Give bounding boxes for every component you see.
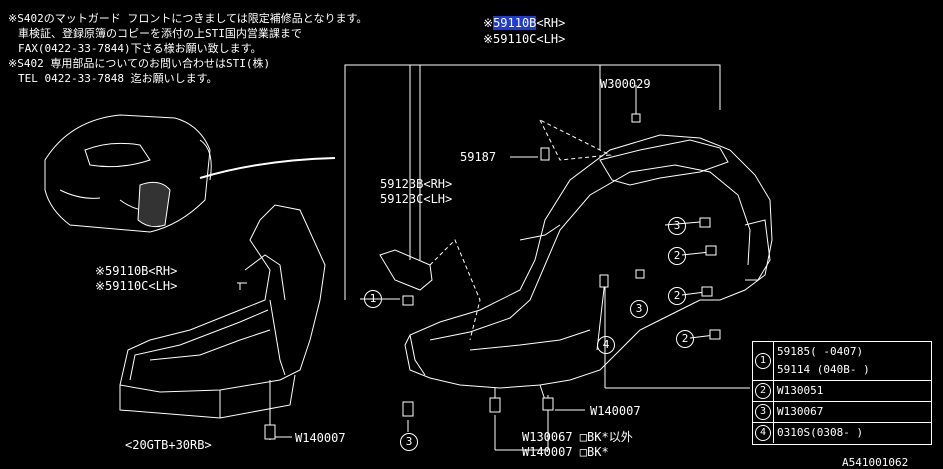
callout-2-upper[interactable]: 2 [668, 247, 686, 265]
part-label-w140007-left[interactable]: W140007 [295, 431, 346, 445]
part-label-59123c[interactable]: 59123C<LH> [380, 192, 453, 206]
callout-1[interactable]: 1 [364, 290, 382, 308]
part-label-w300029[interactable]: W300029 [600, 77, 651, 91]
legend-row-3: 3 W130067 [753, 402, 931, 423]
figure-number: A541001062 [842, 456, 909, 469]
part-prefix: ※ [483, 16, 494, 30]
legend-3-line-1[interactable]: W130067 [777, 405, 824, 418]
main-fender-drawing [379, 134, 773, 405]
callout-4[interactable]: 4 [597, 336, 615, 354]
note-line-4: ※S402 専用部品についてのお問い合わせはSTI(株) [8, 57, 271, 70]
legend-2-line-1[interactable]: W130051 [777, 384, 824, 397]
legend-row-4: 4 0310S(0308- ) [753, 423, 931, 443]
part-code-highlight[interactable]: 59110B [493, 16, 537, 30]
legend-1-line-2[interactable]: 59114 (040B- ) [777, 363, 870, 376]
legend-row-1: 1 59185( -0407) 59114 (040B- ) [753, 342, 931, 381]
car-illustration [44, 114, 212, 233]
legend-num-4: 4 [755, 425, 771, 441]
note-line-2: 車検証、登録原簿のコピーを添付の上STI国内営業課まで [18, 27, 302, 40]
part-label-59123b[interactable]: 59123B<RH> [380, 177, 453, 191]
note-line-3: FAX(0422-33-7844)下さる様お願い致します。 [18, 42, 262, 55]
part-label-59110c-lh[interactable]: ※59110C<LH> [483, 32, 566, 46]
legend-4-line-1[interactable]: 0310S(0308- ) [777, 426, 864, 439]
fastener-bolts [264, 113, 721, 440]
callout-2-middle[interactable]: 2 [668, 287, 686, 305]
left-part-label-59110c[interactable]: ※59110C<LH> [95, 279, 178, 293]
part-label-59110b-rh[interactable]: ※59110B<RH> [483, 16, 565, 30]
part-suffix: <RH> [536, 16, 566, 30]
legend-1-line-1[interactable]: 59185( -0407) [777, 345, 864, 358]
left-fender-drawing [119, 204, 326, 440]
callout-3-lower[interactable]: 3 [400, 433, 418, 451]
callout-3-middle[interactable]: 3 [630, 300, 648, 318]
note-line-1: ※S402のマットガード フロントにつきましては限定補修品となります。 [8, 12, 368, 25]
left-part-label-59110b[interactable]: ※59110B<RH> [95, 264, 178, 278]
legend-num-1: 1 [755, 353, 771, 369]
part-label-w130067-bk[interactable]: W130067 □BK*以外 [522, 430, 633, 444]
legend-row-2: 2 W130051 [753, 381, 931, 402]
part-label-w140007-right[interactable]: W140007 [590, 404, 641, 418]
part-label-w140007-bk[interactable]: W140007 □BK* [522, 445, 609, 459]
legend-num-2: 2 [755, 383, 771, 399]
model-label: <20GTB+30RB> [125, 438, 212, 452]
callout-3-upper[interactable]: 3 [668, 217, 686, 235]
part-label-59187[interactable]: 59187 [460, 150, 497, 164]
legend-num-3: 3 [755, 404, 771, 420]
callout-2-lower[interactable]: 2 [676, 330, 694, 348]
note-line-5: TEL 0422-33-7848 迄お願いします。 [18, 72, 218, 85]
legend-table: 1 59185( -0407) 59114 (040B- ) 2 W130051… [752, 341, 932, 445]
